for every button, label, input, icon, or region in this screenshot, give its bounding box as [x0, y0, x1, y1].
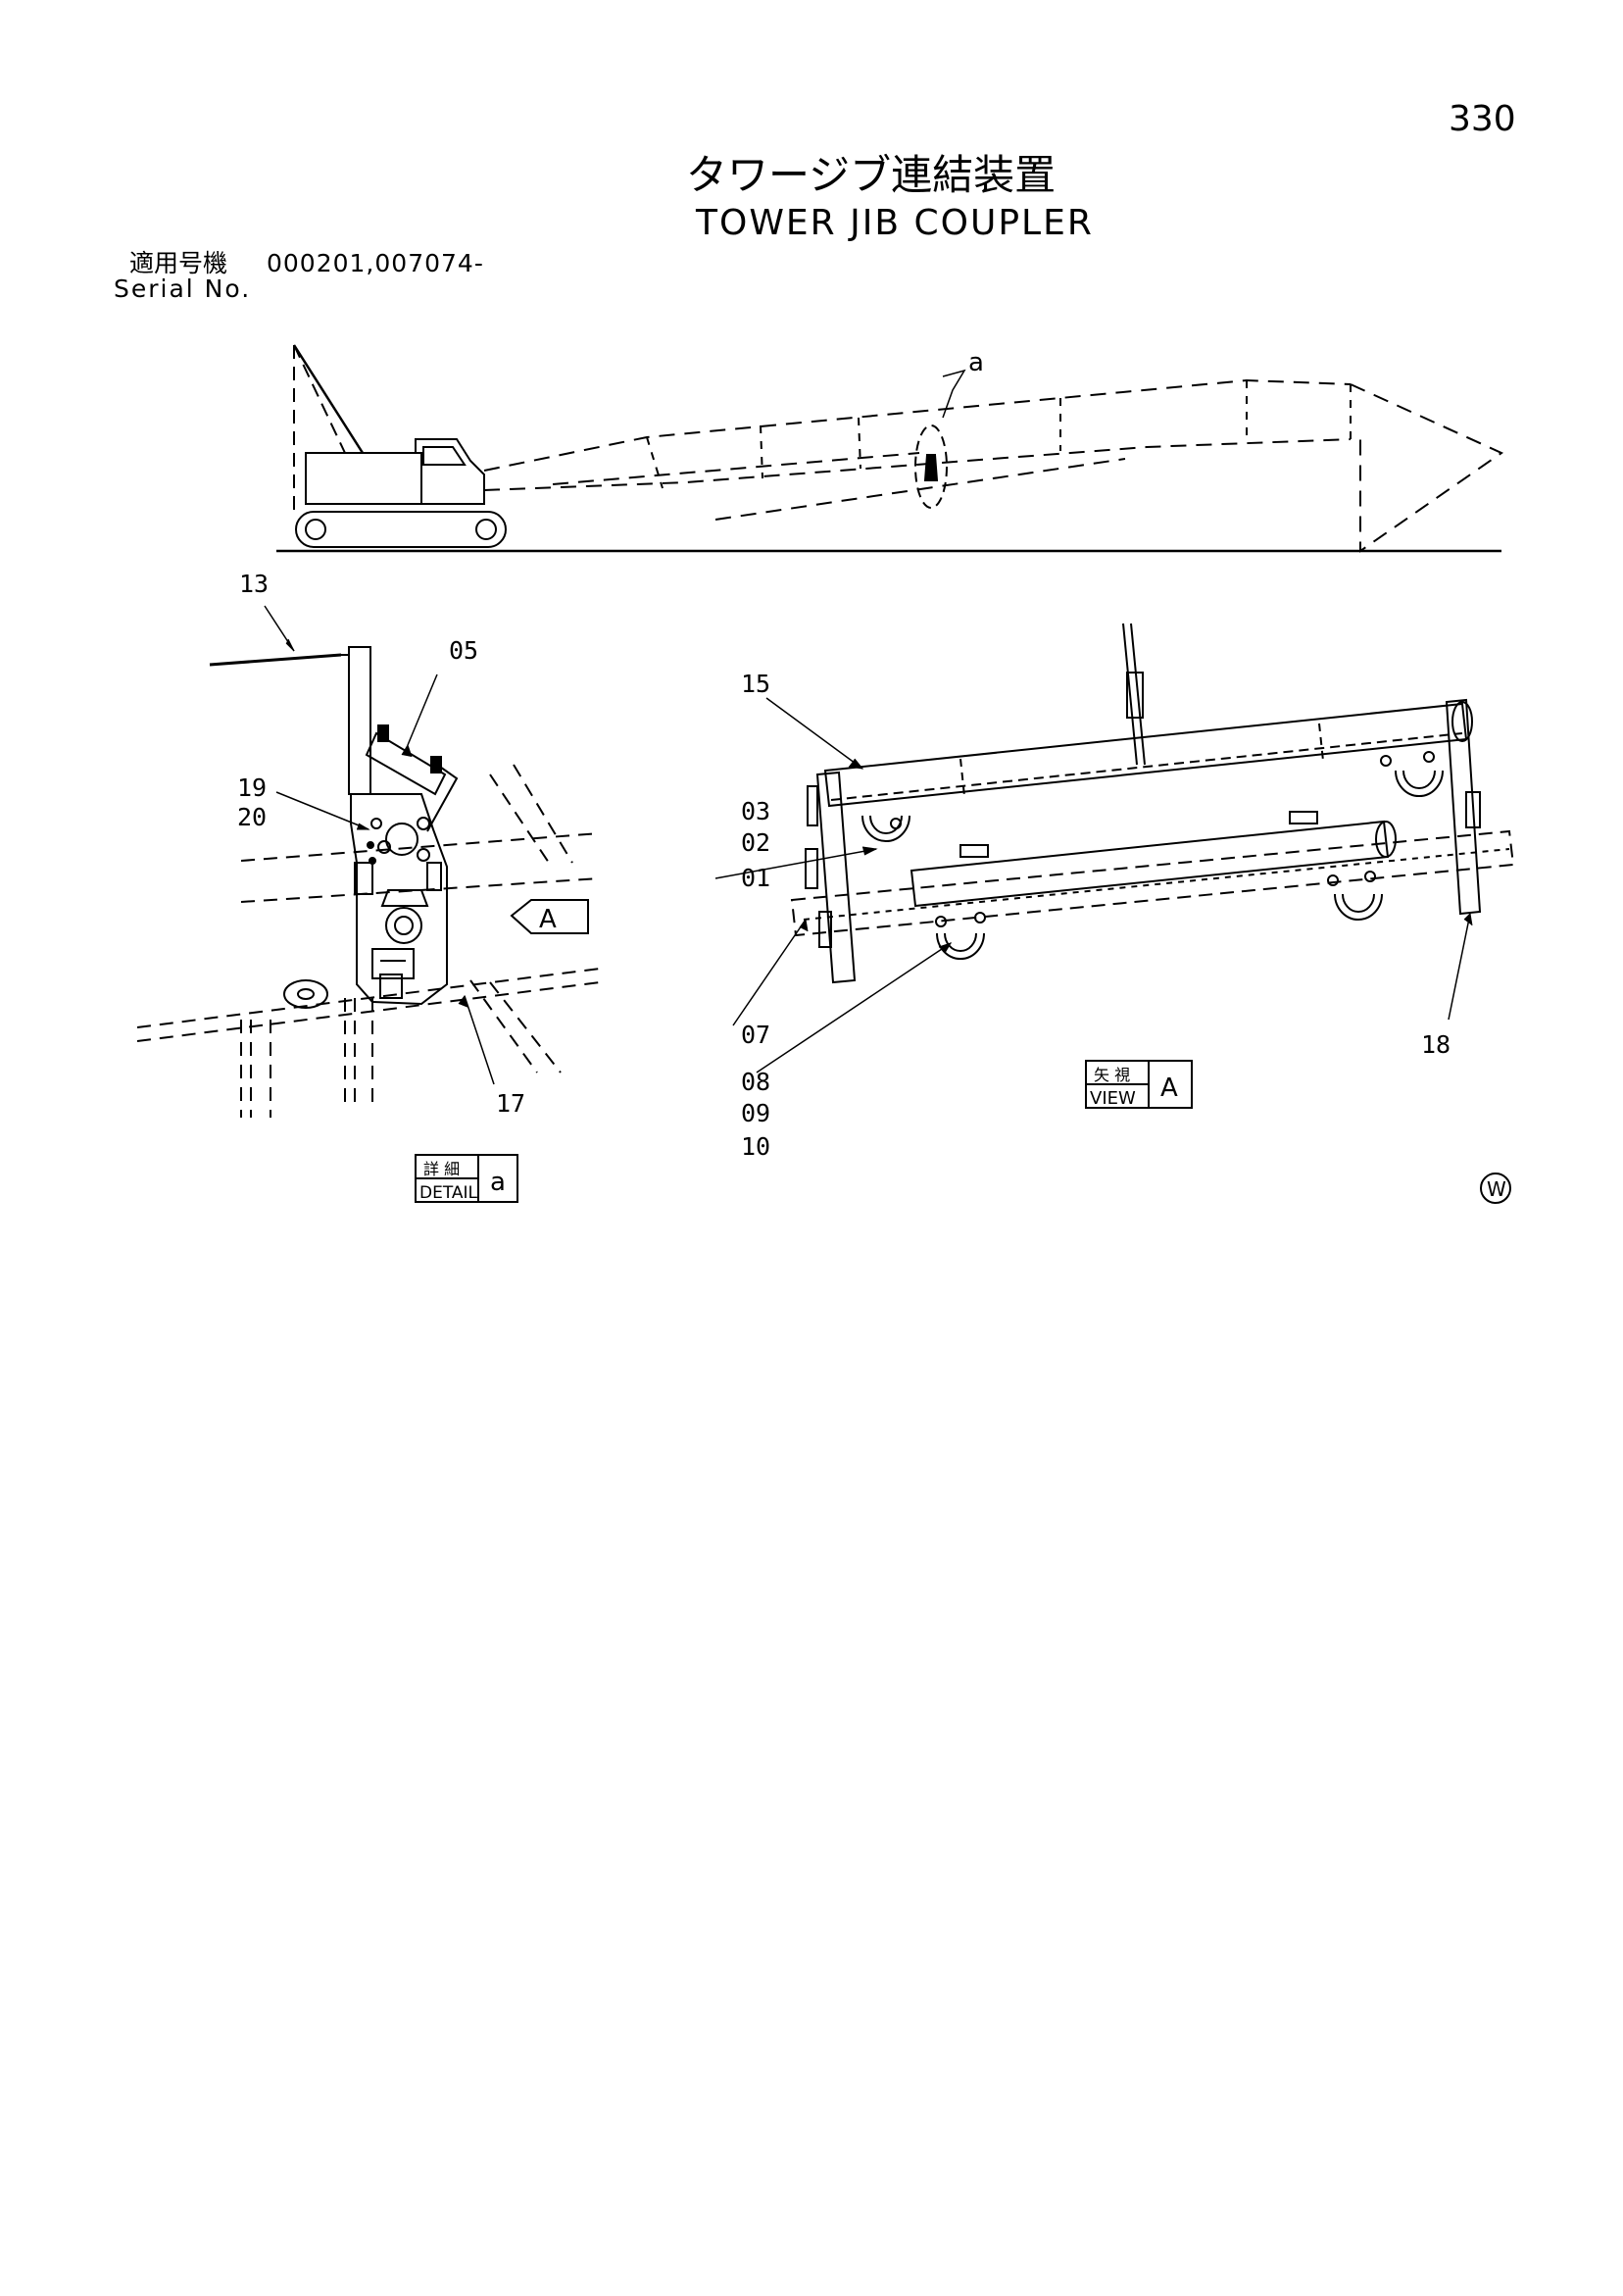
- callout-03: 03: [741, 797, 770, 825]
- page-title-japanese: タワージブ連結装置: [686, 151, 1057, 199]
- serial-label-japanese: 適用号機: [129, 249, 228, 277]
- callout-07: 07: [741, 1021, 770, 1049]
- callout-08: 08: [741, 1068, 770, 1096]
- callout-02: 02: [741, 828, 770, 857]
- detail-box-letter: a: [490, 1168, 506, 1197]
- view-a-arrow: [510, 899, 589, 934]
- detail-a-marker: a: [968, 348, 984, 377]
- serial-numbers: 000201,007074-: [267, 249, 484, 277]
- callout-10: 10: [741, 1132, 770, 1161]
- detail-box-english: DETAIL: [419, 1183, 478, 1203]
- callout-15: 15: [741, 670, 770, 698]
- callout-13: 13: [239, 570, 269, 598]
- serial-label-english: Serial No.: [114, 275, 252, 303]
- page-number: 330: [1449, 99, 1516, 139]
- crane-overview: [276, 344, 1504, 553]
- callout-01: 01: [741, 864, 770, 892]
- view-box-japanese: 矢 視: [1094, 1066, 1130, 1084]
- detail-a-leaders: [264, 605, 495, 1085]
- callout-17: 17: [496, 1089, 525, 1118]
- detail-box-japanese: 詳 細: [423, 1160, 460, 1178]
- view-a-drawing: [790, 623, 1515, 984]
- callout-09: 09: [741, 1099, 770, 1127]
- page-title-english: TOWER JIB COUPLER: [696, 203, 1094, 243]
- w-mark-circle: [1480, 1173, 1511, 1204]
- detail-a-drawing: [136, 646, 601, 1118]
- callout-05: 05: [449, 636, 478, 665]
- callout-19: 19: [237, 774, 267, 802]
- w-mark: W: [1487, 1177, 1506, 1201]
- view-box-english: VIEW: [1090, 1088, 1136, 1109]
- callout-20: 20: [237, 803, 267, 831]
- callout-18: 18: [1421, 1030, 1451, 1059]
- view-a-arrow-label: A: [539, 905, 557, 934]
- view-a-leaders: [714, 697, 1471, 1073]
- view-box-letter: A: [1160, 1073, 1178, 1103]
